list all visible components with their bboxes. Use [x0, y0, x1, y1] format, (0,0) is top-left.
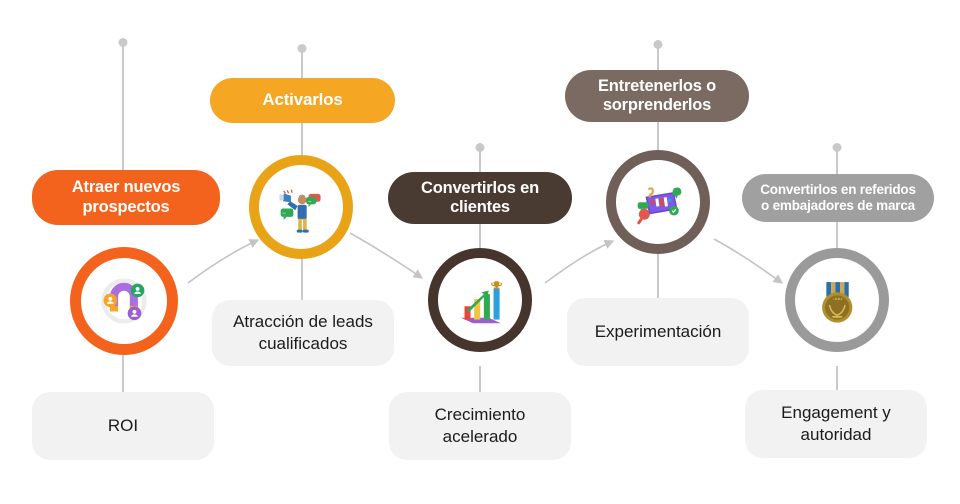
magnet-attract-leads-icon [101, 278, 147, 324]
stage-circle-activar[interactable]: ••• ••• [249, 155, 353, 259]
award-medal-icon [821, 281, 853, 323]
stage-pill-referidos[interactable]: Convertirlos en referidos o embajadores … [742, 174, 934, 222]
spine-line-5b [836, 366, 838, 390]
pill-line-1: Entretenerlos o [597, 76, 717, 95]
caption-line-2: acelerado [442, 427, 518, 446]
pill-line-1: Atraer nuevos [71, 178, 181, 197]
caption-line-1: Atracción de leads [233, 311, 373, 331]
caption-text: Experimentación [594, 321, 722, 341]
stage-pill-activar[interactable]: Activarlos [210, 78, 395, 123]
growth-bar-chart-trophy-icon [460, 280, 502, 323]
caption-line-2: autoridad [800, 425, 872, 444]
stage-circle-convertir[interactable] [428, 248, 532, 352]
stage-caption-convertir: Crecimiento acelerado [389, 392, 571, 460]
spine-dot-5 [832, 143, 841, 152]
arrow-2-to-3 [349, 232, 424, 279]
stage-caption-activar: Atracción de leads cualificados [212, 300, 394, 366]
svg-text:•••: ••• [308, 199, 311, 203]
stage-pill-convertir[interactable]: Convertirlos en clientes [388, 172, 572, 224]
spine-dot-4 [653, 40, 662, 49]
arrow-4-to-5 [713, 238, 784, 284]
experimentation-laptop-icon [637, 187, 682, 225]
caption-text: Atracción de leads cualificados [233, 311, 373, 356]
stage-pill-entretener[interactable]: Entretenerlos o sorprenderlos [565, 70, 749, 122]
arrow-1-to-2 [187, 239, 260, 284]
stage-circle-atraer[interactable] [70, 247, 178, 355]
stage-circle-referidos[interactable] [785, 248, 889, 352]
caption-line-1: Crecimiento [434, 404, 526, 424]
spine-dot-3 [475, 143, 484, 152]
pill-line-1: Convertirlos en referidos [760, 182, 916, 198]
stage-pill-atraer[interactable]: Atraer nuevos prospectos [32, 170, 220, 225]
spine-dot-1 [118, 38, 127, 47]
spine-line-1b [122, 352, 124, 392]
stage-caption-entretener: Experimentación [567, 298, 749, 366]
caption-text: Engagement y autoridad [781, 402, 891, 447]
pill-line-2: sorprenderlos [602, 96, 712, 114]
pill-line-2: clientes [450, 198, 510, 216]
svg-text:•••: ••• [282, 211, 285, 215]
stage-caption-referidos: Engagement y autoridad [745, 390, 927, 458]
spine-line-4b [657, 252, 659, 298]
stage-pill-label: Convertirlos en referidos o embajadores … [760, 182, 916, 214]
pill-line-2: prospectos [82, 197, 170, 216]
spine-line-1 [122, 42, 124, 184]
arrow-3-to-4 [544, 239, 615, 284]
spine-line-2b [301, 258, 303, 300]
stage-pill-label: Convertirlos en clientes [421, 179, 539, 218]
caption-text: ROI [108, 415, 138, 437]
caption-line-2: cualificados [258, 334, 348, 353]
caption-line-1: Engagement y [781, 402, 891, 422]
caption-line-1: ROI [107, 415, 139, 435]
spine-line-3b [479, 366, 481, 392]
stage-circle-entretener[interactable] [606, 150, 710, 254]
spine-dot-2 [297, 44, 306, 53]
stage-pill-label: Activarlos [262, 90, 343, 110]
caption-text: Crecimiento acelerado [435, 404, 526, 449]
stage-caption-atraer: ROI [32, 392, 214, 460]
stage-pill-label: Entretenerlos o sorprenderlos [598, 77, 716, 116]
stage-pill-label: Atraer nuevos prospectos [71, 178, 181, 217]
pill-line-1: Convertirlos en [420, 178, 540, 197]
pill-line-2: o embajadores de marca [761, 198, 915, 213]
megaphone-person-icon: ••• ••• [279, 189, 321, 233]
